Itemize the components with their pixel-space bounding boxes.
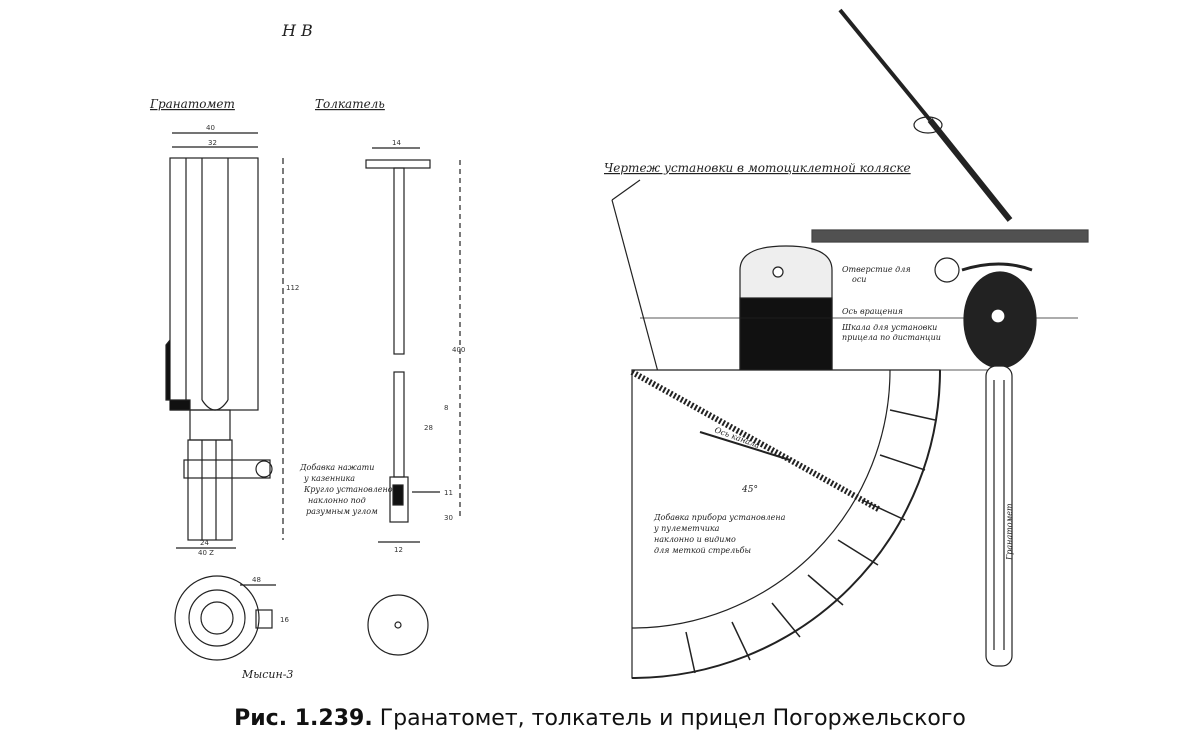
stand-label: Гранатомет: [1005, 503, 1014, 561]
sight-label-3: Шкала для установки: [841, 323, 937, 332]
sight-label-1b: оси: [852, 275, 866, 284]
dim-mid-top: 14: [392, 139, 401, 147]
sight-label-1: Отверстие для: [842, 265, 911, 274]
dim-inner-width: 32: [208, 139, 217, 147]
sight-label-2: Ось вращения: [842, 307, 903, 316]
sight-title: Чертеж установки в мотоциклетной коляске: [604, 161, 911, 175]
dim-side-b: 8: [444, 404, 448, 412]
launcher-title: Гранатомет: [149, 97, 235, 111]
caption-prefix: Рис. 1.239.: [234, 706, 373, 731]
mid-note-1: Добавка нажати: [299, 463, 374, 472]
right-note-4: для меткой стрельбы: [654, 546, 751, 555]
pusher-drawing: Толкатель 14 400 12 11 8 28 30 Добавка н…: [299, 97, 465, 656]
corner-mark: Н В: [281, 21, 313, 40]
dim-top-width: 40: [206, 124, 215, 132]
figure-caption: Рис. 1.239. Гранатомет, толкатель и приц…: [0, 706, 1200, 731]
dim-disk-a: 48: [252, 576, 261, 584]
dim-disk-b: 16: [280, 616, 289, 624]
technical-drawing: Н В Гранатомет 40 32 24 40 Z 112 48 16 М…: [149, 8, 1089, 681]
dim-side-d: 30: [444, 514, 453, 522]
mid-note-2: у казенника: [303, 474, 355, 483]
bottom-sign: Мысин-3: [241, 668, 293, 681]
mid-note-3: Кругло установлено: [303, 485, 393, 494]
angle-label: 45°: [741, 485, 758, 495]
dim-side-c: 28: [424, 424, 433, 432]
right-note-2: у пулеметчика: [653, 524, 720, 533]
launcher-drawing: Гранатомет 40 32 24 40 Z 112 48 16 Мысин…: [149, 97, 299, 681]
sight-drawing: Чертеж установки в мотоциклетной коляске…: [604, 8, 1089, 679]
dim-mid-bottom: 12: [394, 546, 403, 554]
mid-note-5: разумным углом: [306, 507, 378, 516]
sight-label-3b: прицела по дистанции: [842, 333, 941, 342]
right-note-1: Добавка прибора установлена: [653, 513, 786, 522]
dim-side-a: 11: [444, 489, 453, 497]
dim-height: 112: [286, 284, 299, 292]
right-note-3: наклонно и видимо: [654, 535, 736, 544]
dim-mid-height: 400: [452, 346, 465, 354]
caption-text: Гранатомет, толкатель и прицел Погоржель…: [379, 706, 966, 731]
dim-bottom-a: 24: [200, 539, 209, 547]
pusher-title: Толкатель: [315, 97, 385, 111]
mid-note-4: наклонно под: [308, 496, 366, 505]
dim-bottom-b: 40 Z: [198, 549, 214, 557]
